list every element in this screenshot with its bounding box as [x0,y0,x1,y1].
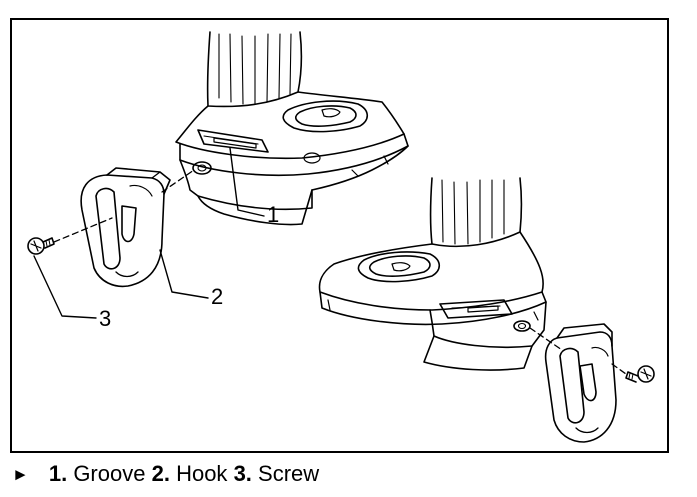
callout-label-groove: 1 [267,202,280,227]
callout-label-screw: 3 [99,306,112,331]
right-screw-illustration [625,365,655,383]
figure-frame: 1 2 3 [10,18,669,453]
caption-number-hook: 2. [151,461,170,486]
left-tool-illustration [175,31,409,226]
caption-text-screw: Screw [258,461,320,486]
right-hook-illustration [544,323,617,443]
left-screw-illustration [27,237,55,255]
caption-marker: ► [12,465,29,484]
callout-label-hook: 2 [211,284,224,309]
left-hook-illustration [80,167,171,288]
right-tool-illustration [318,177,547,371]
caption-text-groove: Groove [73,461,146,486]
figure-caption: ► 1. Groove 2. Hook 3. Screw [12,461,320,486]
caption-number-groove: 1. [48,461,68,486]
caption-text-hook: Hook [176,461,228,486]
hook-installation-diagram [27,31,655,443]
assembly-guide-lines [53,169,627,375]
caption-number-screw: 3. [233,461,252,486]
callout-leader-lines [33,147,265,319]
